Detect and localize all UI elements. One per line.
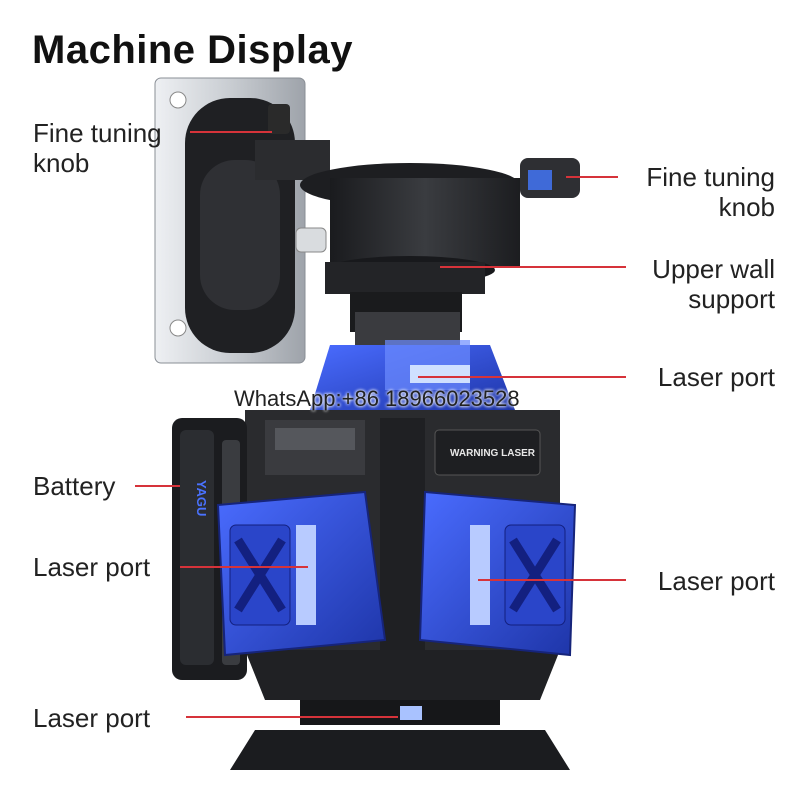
leader-line-laser-port-right: [478, 579, 626, 581]
label-line: knob: [718, 192, 775, 222]
label-upper-wall-support: Upper wall support: [652, 254, 775, 314]
label-line: Fine tuning: [33, 118, 162, 148]
label-fine-tuning-knob-left: Fine tuning knob: [33, 118, 162, 178]
leader-line-laser-port-bottom: [186, 716, 398, 718]
page-title: Machine Display: [32, 28, 353, 72]
upper-wall-support: [255, 140, 580, 357]
label-laser-port-bottom: Laser port: [33, 703, 151, 733]
label-battery: Battery: [33, 471, 116, 501]
leader-line-upper-wall-support: [440, 266, 626, 268]
label-laser-port-left: Laser port: [33, 552, 151, 582]
wall-bracket: [154, 77, 327, 364]
label-fine-tuning-knob-right: Fine tuning knob: [646, 162, 775, 222]
label-line: knob: [33, 148, 90, 178]
battery-brand: YAGU: [194, 480, 209, 516]
label-line: Fine tuning: [646, 162, 775, 192]
warning-laser-text: WARNING LASER: [450, 448, 536, 459]
leader-line-laser-port-upper: [418, 376, 626, 378]
leader-line-fine-tuning-right: [566, 176, 618, 178]
left-laser-module: [216, 490, 387, 657]
watermark: WhatsApp:+86 18966023528: [234, 386, 520, 411]
label-laser-port-upper: Laser port: [657, 362, 775, 392]
leader-line-battery: [135, 485, 180, 487]
leader-line-fine-tuning-left: [190, 131, 272, 133]
right-laser-module: [418, 490, 577, 657]
upper-laser-head: [310, 340, 515, 410]
label-line: Upper wall: [652, 254, 775, 284]
leader-line-laser-port-left: [180, 566, 308, 568]
label-laser-port-right: Laser port: [657, 566, 775, 596]
label-line: support: [688, 284, 775, 314]
